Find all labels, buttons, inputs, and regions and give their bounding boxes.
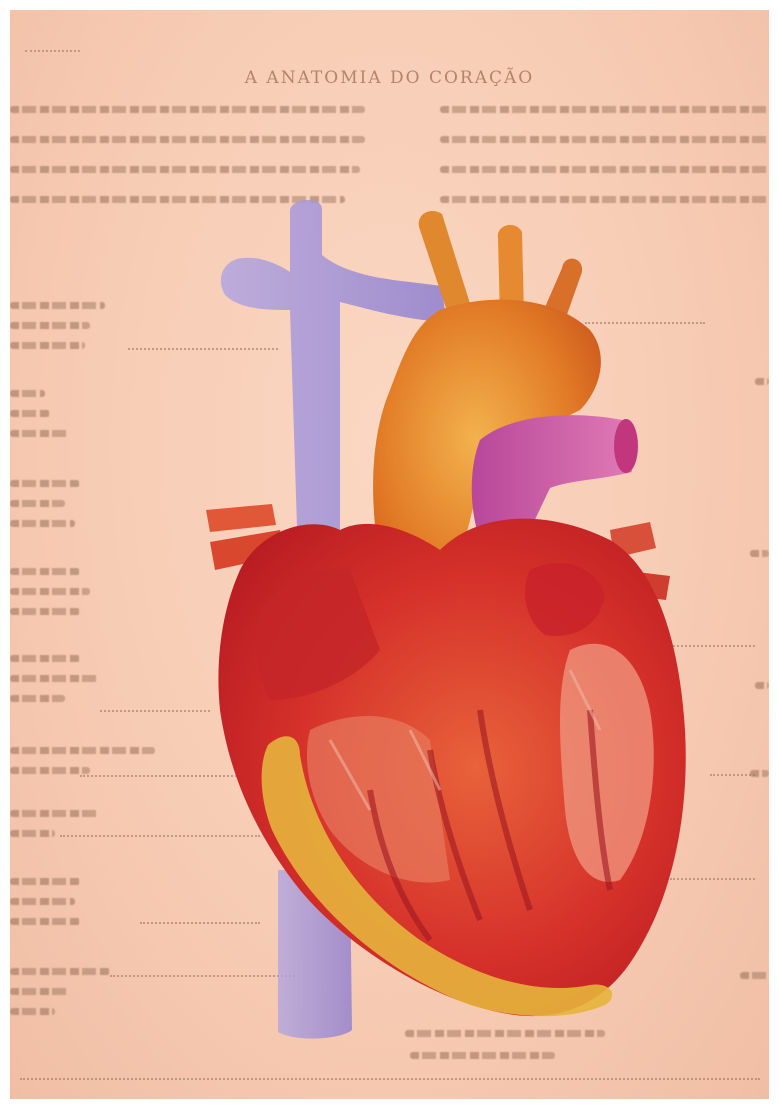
heart-illustration [10, 10, 769, 1099]
pulmonary-vein-left [206, 504, 276, 532]
anatomy-poster-photo: A ANATOMIA DO CORAÇÃO [10, 10, 769, 1099]
pulmonary-artery-opening [614, 419, 638, 473]
